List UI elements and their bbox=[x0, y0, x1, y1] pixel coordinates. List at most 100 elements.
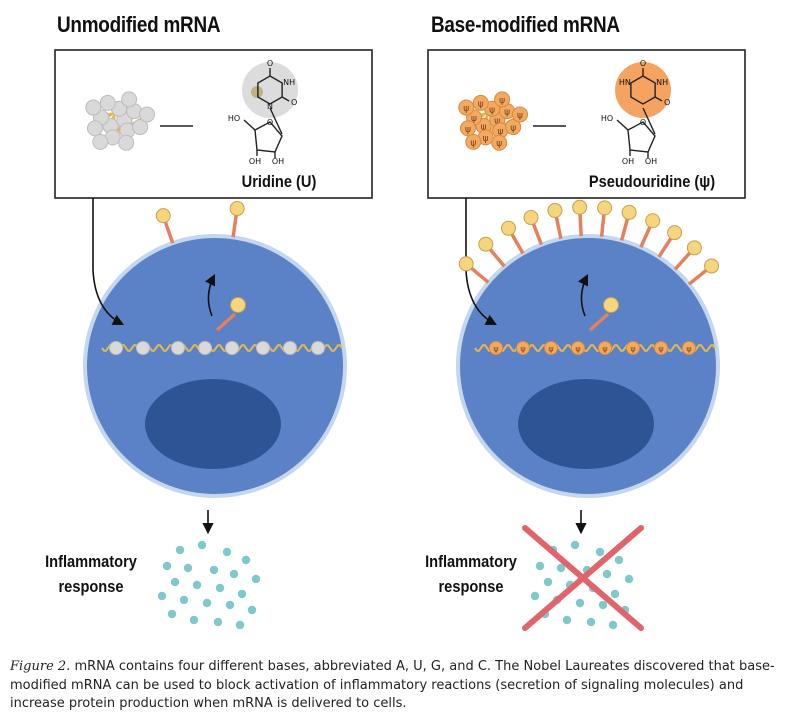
signaling-molecule bbox=[235, 620, 245, 630]
atom-nh: NH bbox=[656, 78, 668, 87]
psi-glyph: ψ bbox=[686, 345, 691, 354]
pseudouridine-base bbox=[544, 341, 558, 355]
signaling-molecule bbox=[215, 583, 225, 593]
membrane-proteins bbox=[155, 201, 245, 244]
outcome-label-unmodified: Inflammatory response bbox=[35, 549, 147, 599]
atom-n: N bbox=[267, 102, 273, 111]
signaling-molecule bbox=[162, 561, 172, 571]
protein-stem bbox=[531, 223, 544, 246]
atom-ho: HO bbox=[601, 114, 613, 123]
psi-glyph: ψ bbox=[463, 104, 469, 114]
signaling-molecule bbox=[189, 615, 199, 625]
signaling-molecule bbox=[610, 589, 620, 599]
signaling-molecule bbox=[175, 545, 185, 555]
nucleoside-label: Pseudouridine (ψ) bbox=[589, 173, 715, 191]
protein-head bbox=[645, 213, 661, 229]
secretion-arrow bbox=[204, 273, 216, 317]
signaling-molecule bbox=[247, 605, 257, 615]
uridine-base bbox=[109, 341, 123, 355]
psi-glyph: ψ bbox=[478, 99, 484, 109]
protein-head bbox=[572, 199, 588, 215]
psi-glyph: ψ bbox=[517, 111, 523, 121]
psi-glyph: ψ bbox=[520, 345, 525, 354]
protein-head bbox=[155, 208, 171, 224]
atom-o-right: O bbox=[664, 98, 670, 107]
signaling-molecule bbox=[535, 561, 545, 571]
pseudouridine-base bbox=[505, 119, 522, 136]
signaling-molecule bbox=[575, 598, 585, 608]
pseudouridine-base bbox=[472, 94, 489, 111]
psi-glyph: ψ bbox=[481, 122, 487, 132]
signaling-molecule bbox=[586, 617, 596, 627]
pyrimidine-ring bbox=[257, 75, 283, 105]
protein-stem bbox=[673, 251, 692, 271]
protein-stem bbox=[554, 216, 563, 240]
uridine-base bbox=[99, 94, 116, 111]
signaling-molecules bbox=[530, 540, 634, 630]
protein-stem bbox=[619, 218, 630, 241]
ch2-bond bbox=[616, 119, 629, 131]
protein-head bbox=[458, 256, 474, 272]
panel-title-base-modified: Base-modified mRNA bbox=[431, 12, 620, 37]
protein-stem bbox=[470, 266, 490, 284]
psi-glyph: ψ bbox=[496, 139, 502, 149]
signaling-molecule bbox=[595, 547, 605, 557]
atom-nh: NH bbox=[283, 78, 295, 87]
protein-head bbox=[704, 258, 720, 274]
pseudouridine-base bbox=[682, 341, 696, 355]
signaling-molecule bbox=[614, 555, 624, 565]
protein-stem bbox=[215, 312, 237, 332]
nucleus bbox=[145, 379, 281, 469]
uridine-base bbox=[92, 133, 109, 150]
protein-stem bbox=[639, 226, 652, 248]
psi-glyph: ψ bbox=[499, 96, 505, 106]
protein-stem bbox=[687, 268, 708, 286]
psi-glyph: ψ bbox=[494, 117, 500, 127]
protein-stem bbox=[588, 312, 610, 332]
psi-glyph: ψ bbox=[630, 345, 635, 354]
protein-head bbox=[686, 240, 702, 256]
atom-o-ring: O bbox=[640, 118, 646, 127]
outcome-label-line1: Inflammatory bbox=[45, 552, 137, 571]
signaling-molecule bbox=[157, 591, 167, 601]
atom-oh: OH bbox=[645, 157, 657, 166]
membrane-proteins bbox=[458, 199, 720, 286]
uridine-base bbox=[118, 134, 135, 151]
nucleus bbox=[518, 379, 654, 469]
atom-o-ring: O bbox=[267, 118, 273, 127]
psi-glyph: ψ bbox=[465, 125, 471, 135]
atom-oh: OH bbox=[622, 157, 634, 166]
signaling-molecules bbox=[157, 540, 261, 630]
signaling-molecule bbox=[222, 547, 232, 557]
psi-glyph: ψ bbox=[658, 345, 663, 354]
pseudouridine-base bbox=[458, 99, 475, 116]
psi-glyph: ψ bbox=[504, 108, 510, 118]
atom-oh: OH bbox=[272, 157, 284, 166]
signaling-molecule bbox=[225, 600, 235, 610]
uridine-base bbox=[86, 120, 103, 137]
pyrimidine-ring bbox=[630, 75, 656, 105]
uridine-base bbox=[225, 341, 239, 355]
protein-stem bbox=[488, 248, 506, 268]
signaling-molecule bbox=[562, 615, 572, 625]
atom-oh: OH bbox=[249, 157, 261, 166]
uridine-base bbox=[198, 341, 212, 355]
psi-glyph: ψ bbox=[602, 345, 607, 354]
signaling-molecule bbox=[556, 563, 566, 573]
pseudouridine-base bbox=[626, 341, 640, 355]
signaling-molecule bbox=[202, 598, 212, 608]
psi-glyph: ψ bbox=[510, 124, 516, 134]
uridine-base bbox=[138, 106, 155, 123]
psi-glyph: ψ bbox=[489, 105, 495, 115]
signaling-molecule bbox=[179, 595, 189, 605]
pseudouridine-base bbox=[459, 120, 476, 137]
signaling-molecule bbox=[213, 617, 223, 627]
base-halo bbox=[242, 62, 298, 118]
psi-glyph: ψ bbox=[575, 345, 580, 354]
linkage-highlight bbox=[251, 86, 263, 98]
protein-head bbox=[597, 200, 613, 216]
signaling-molecule bbox=[192, 580, 202, 590]
